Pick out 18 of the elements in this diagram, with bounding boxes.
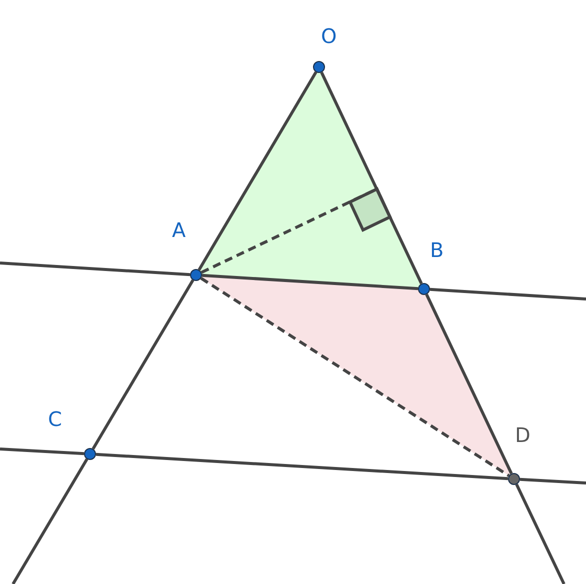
line-segment [92,279,194,450]
line-segment [425,294,513,474]
line-segment [0,262,190,276]
point-label: O [321,25,337,47]
line-segment [515,484,566,584]
line-segment [520,478,586,484]
line-segment [198,71,318,271]
point-label: C [48,408,62,430]
line-segment [12,458,88,584]
line-segment [430,288,586,300]
line-segment [320,72,423,284]
point-label: B [430,239,444,261]
point-label: D [515,424,530,446]
point-label: A [172,219,186,241]
line-segment [202,274,418,290]
line-segment [0,448,84,456]
line-segment [96,452,508,480]
right-angle-mark [348,186,392,232]
